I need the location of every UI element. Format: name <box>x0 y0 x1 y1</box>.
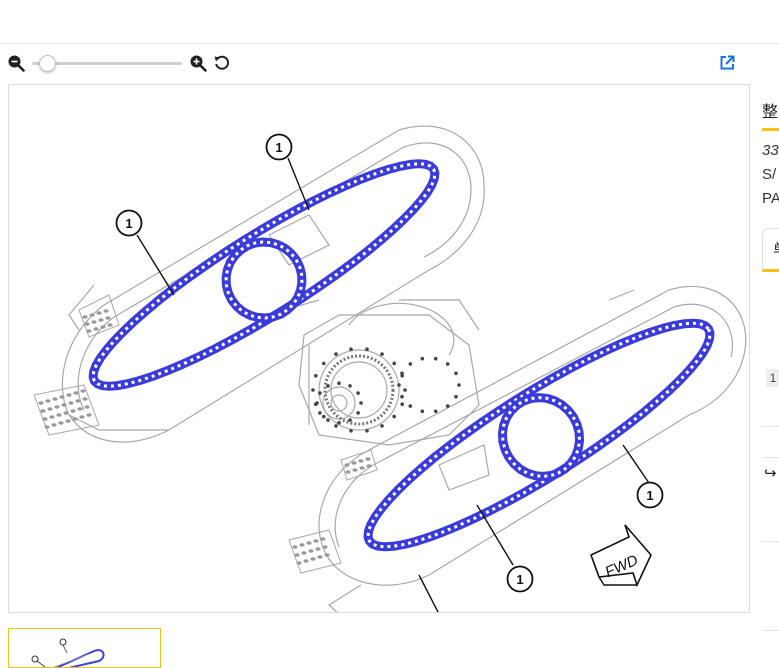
zoom-slider-handle[interactable] <box>39 55 56 72</box>
svg-text:1: 1 <box>275 140 282 155</box>
diagram-viewer[interactable]: 1 1 1 1 FWD <box>8 84 750 613</box>
svg-text:1: 1 <box>125 216 132 231</box>
open-external-icon[interactable] <box>717 53 737 73</box>
parts-info-panel: 整 33 S/ PA 单 1 ↪ <box>750 84 779 667</box>
bolt-pattern <box>311 347 461 433</box>
zoom-slider-track[interactable] <box>32 62 182 65</box>
leader-lines <box>136 157 650 612</box>
return-arrow-icon[interactable]: ↪ <box>764 465 777 482</box>
thumbnail-preview <box>31 638 105 667</box>
housing-outline <box>61 125 747 612</box>
highlighted-chains <box>88 159 715 552</box>
divider <box>762 426 779 427</box>
step-grates <box>33 294 378 574</box>
chain-loop-lower-sprocket <box>498 393 584 481</box>
chain-loop-upper-long <box>88 159 440 391</box>
divider <box>762 457 779 458</box>
panel-info-line-2: S/ <box>762 166 777 183</box>
part-index-badge[interactable]: 1 <box>766 369 779 387</box>
chain-loop-upper-sprocket <box>221 237 307 323</box>
grate-holes <box>38 309 372 565</box>
callout-1-bottom[interactable]: 1 <box>506 565 534 593</box>
title-underline <box>762 128 779 131</box>
fwd-direction-arrow: FWD <box>589 524 652 588</box>
diagram-thumbnail[interactable] <box>8 628 161 668</box>
svg-text:1: 1 <box>516 572 523 587</box>
top-bar <box>0 0 779 44</box>
parts-diagram: 1 1 1 1 FWD <box>33 125 747 612</box>
panel-title: 整 <box>762 104 779 121</box>
divider <box>762 630 779 631</box>
chain-loop-lower-long <box>363 318 715 552</box>
zoom-in-icon[interactable] <box>188 53 208 73</box>
divider <box>762 541 779 542</box>
svg-text:1: 1 <box>646 488 653 503</box>
callout-1-top[interactable]: 1 <box>265 133 293 161</box>
viewer-toolbar <box>0 44 750 84</box>
callout-1-right[interactable]: 1 <box>636 481 664 509</box>
reset-rotate-icon[interactable] <box>212 53 232 73</box>
panel-info-line-1: 33 <box>762 142 779 159</box>
panel-info-line-3: PA <box>762 190 779 207</box>
zoom-out-icon[interactable] <box>6 53 26 73</box>
gear-teeth <box>323 354 395 426</box>
callout-1-left[interactable]: 1 <box>115 209 143 237</box>
panel-tab[interactable]: 单 <box>762 228 779 272</box>
